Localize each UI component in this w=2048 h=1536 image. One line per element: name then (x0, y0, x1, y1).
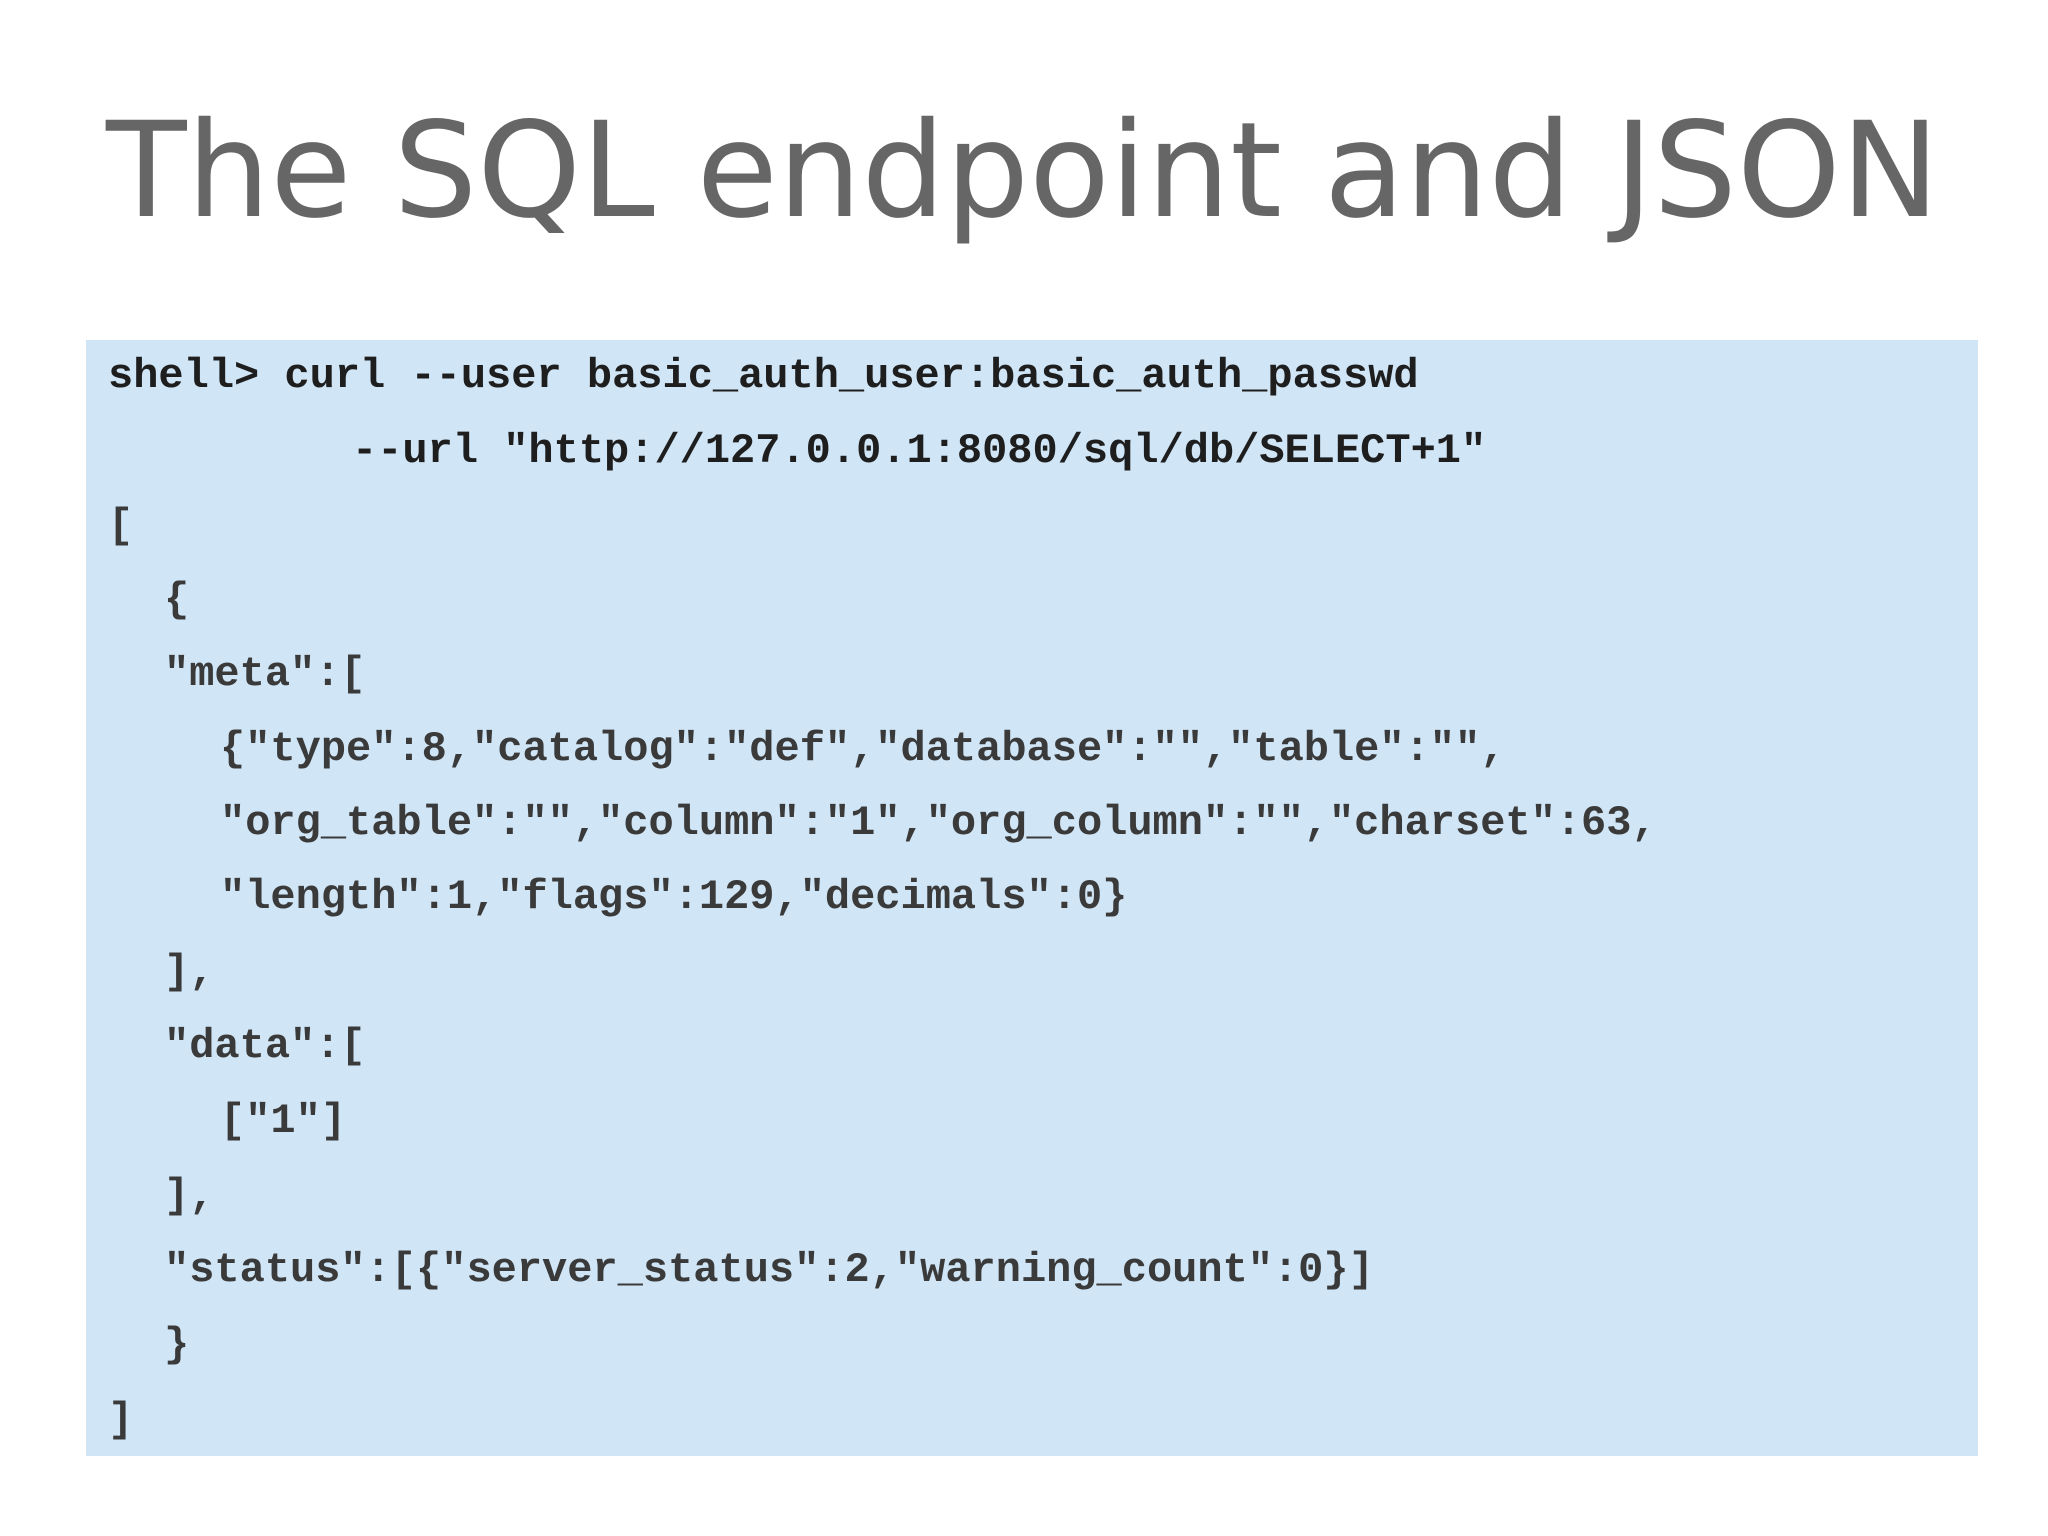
slide-title: The SQL endpoint and JSON (106, 94, 1940, 248)
code-line-output: } (164, 1321, 190, 1369)
code-line-output: { (164, 576, 190, 624)
code-line-output: "meta":[ (164, 650, 366, 698)
code-line-output: "length":1,"flags":129,"decimals":0} (220, 873, 1128, 921)
code-line-output: ] (108, 1396, 134, 1444)
code-line-output: ], (164, 948, 215, 996)
code-line-command: shell> curl --user basic_auth_user:basic… (108, 352, 1419, 400)
code-line-output: "org_table":"","column":"1","org_column"… (220, 799, 1657, 847)
code-line-command-url: --url "http://127.0.0.1:8080/sql/db/SELE… (352, 427, 1487, 475)
code-line-output: "status":[{"server_status":2,"warning_co… (164, 1246, 1374, 1294)
code-block: shell> curl --user basic_auth_user:basic… (86, 340, 1978, 1456)
code-line-output: {"type":8,"catalog":"def","database":"",… (220, 725, 1506, 773)
code-line-output: ["1"] (220, 1097, 347, 1145)
code-line-output: ], (164, 1172, 215, 1220)
code-line-output: "data":[ (164, 1022, 366, 1070)
code-line-output: [ (108, 502, 134, 550)
